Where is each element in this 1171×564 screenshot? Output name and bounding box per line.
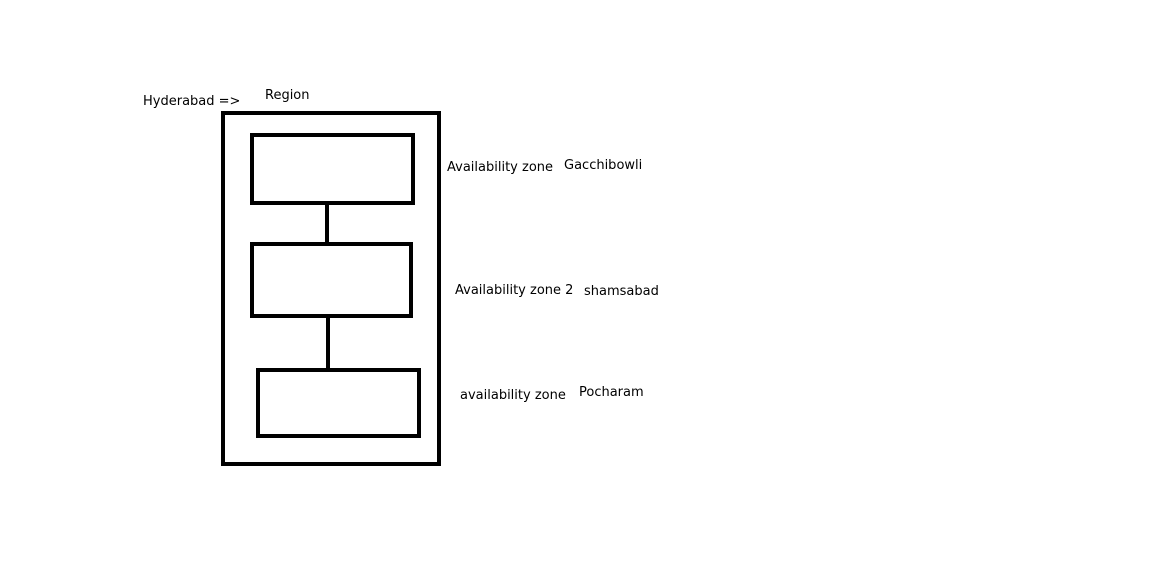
zone-1-location: Gacchibowli [564, 158, 643, 173]
region-label: Region [265, 88, 310, 103]
zone-1-label: Availability zone [447, 160, 554, 175]
zone-3-location: Pocharam [579, 385, 644, 400]
zone-2-location: shamsabad [584, 284, 659, 299]
zone-box-1 [250, 133, 415, 205]
zone-3-label: availability zone [460, 388, 566, 403]
zone-2-label: Availability zone 2 [455, 283, 574, 298]
city-label: Hyderabad => [143, 94, 241, 109]
zone-box-3 [256, 368, 421, 438]
zone-box-2 [250, 242, 413, 318]
connector-1-2 [325, 204, 329, 244]
connector-2-3 [326, 317, 330, 370]
